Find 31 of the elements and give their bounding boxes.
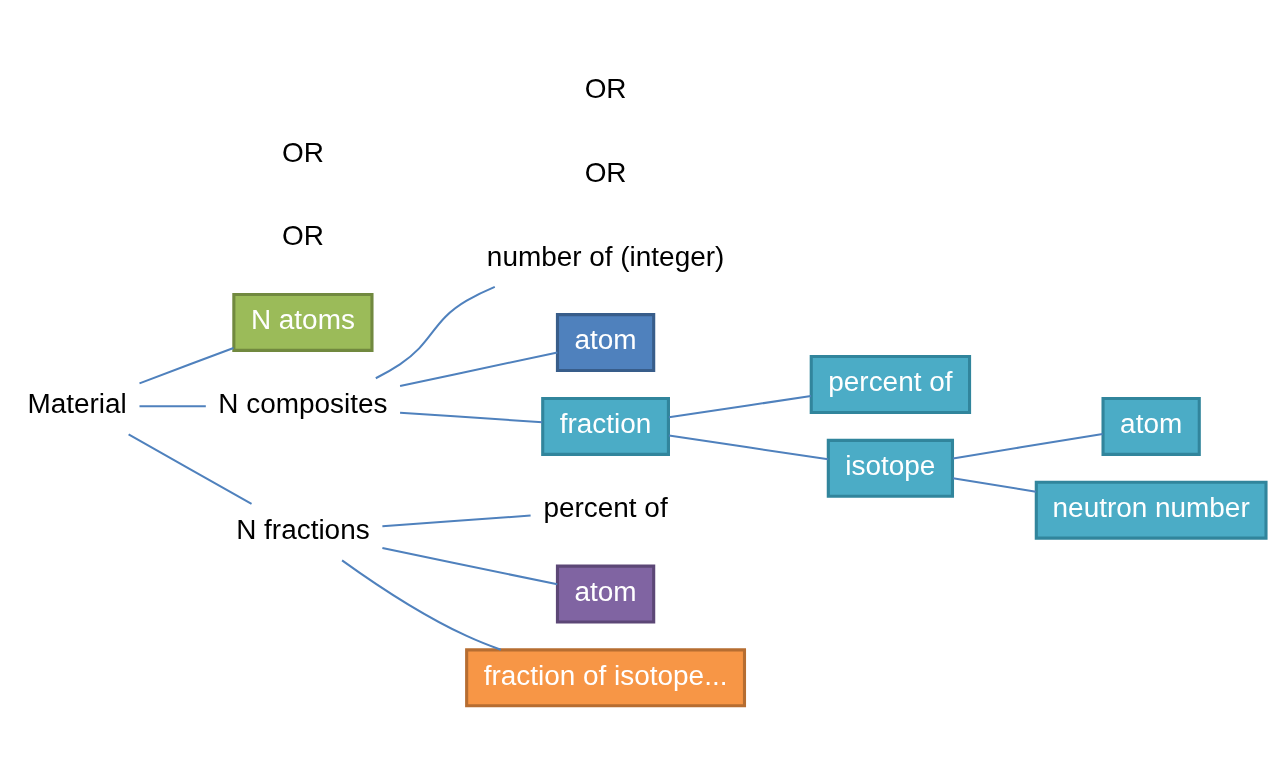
node-text: number of (integer) [486, 240, 725, 272]
connector [382, 514, 531, 528]
connector [382, 547, 558, 586]
label: OR [584, 72, 627, 104]
connector [341, 559, 502, 651]
connector [128, 433, 253, 505]
connector [139, 405, 206, 408]
node-box: atom [1101, 396, 1201, 456]
node-box: N atoms [232, 292, 374, 352]
node-text: N fractions [236, 513, 370, 545]
connector [952, 433, 1103, 460]
connector [375, 285, 496, 380]
node-box: atom [555, 564, 656, 624]
connector [139, 347, 234, 385]
label: OR [281, 220, 324, 252]
label: OR [584, 156, 627, 188]
node-text: N composites [218, 388, 388, 420]
node-box: fraction [541, 396, 670, 456]
node-box: fraction of isotope... [465, 648, 747, 708]
label: OR [281, 136, 324, 168]
node-box: neutron number [1034, 480, 1268, 540]
node-text: Material [27, 388, 127, 420]
node-box: atom [555, 313, 656, 373]
node-box: percent of [809, 355, 972, 414]
node-box: isotope [826, 438, 955, 498]
node-text: percent of [543, 492, 668, 524]
connector [952, 477, 1037, 493]
connector [668, 395, 812, 419]
connector [668, 434, 829, 461]
connector [399, 351, 558, 387]
connector [400, 411, 543, 424]
